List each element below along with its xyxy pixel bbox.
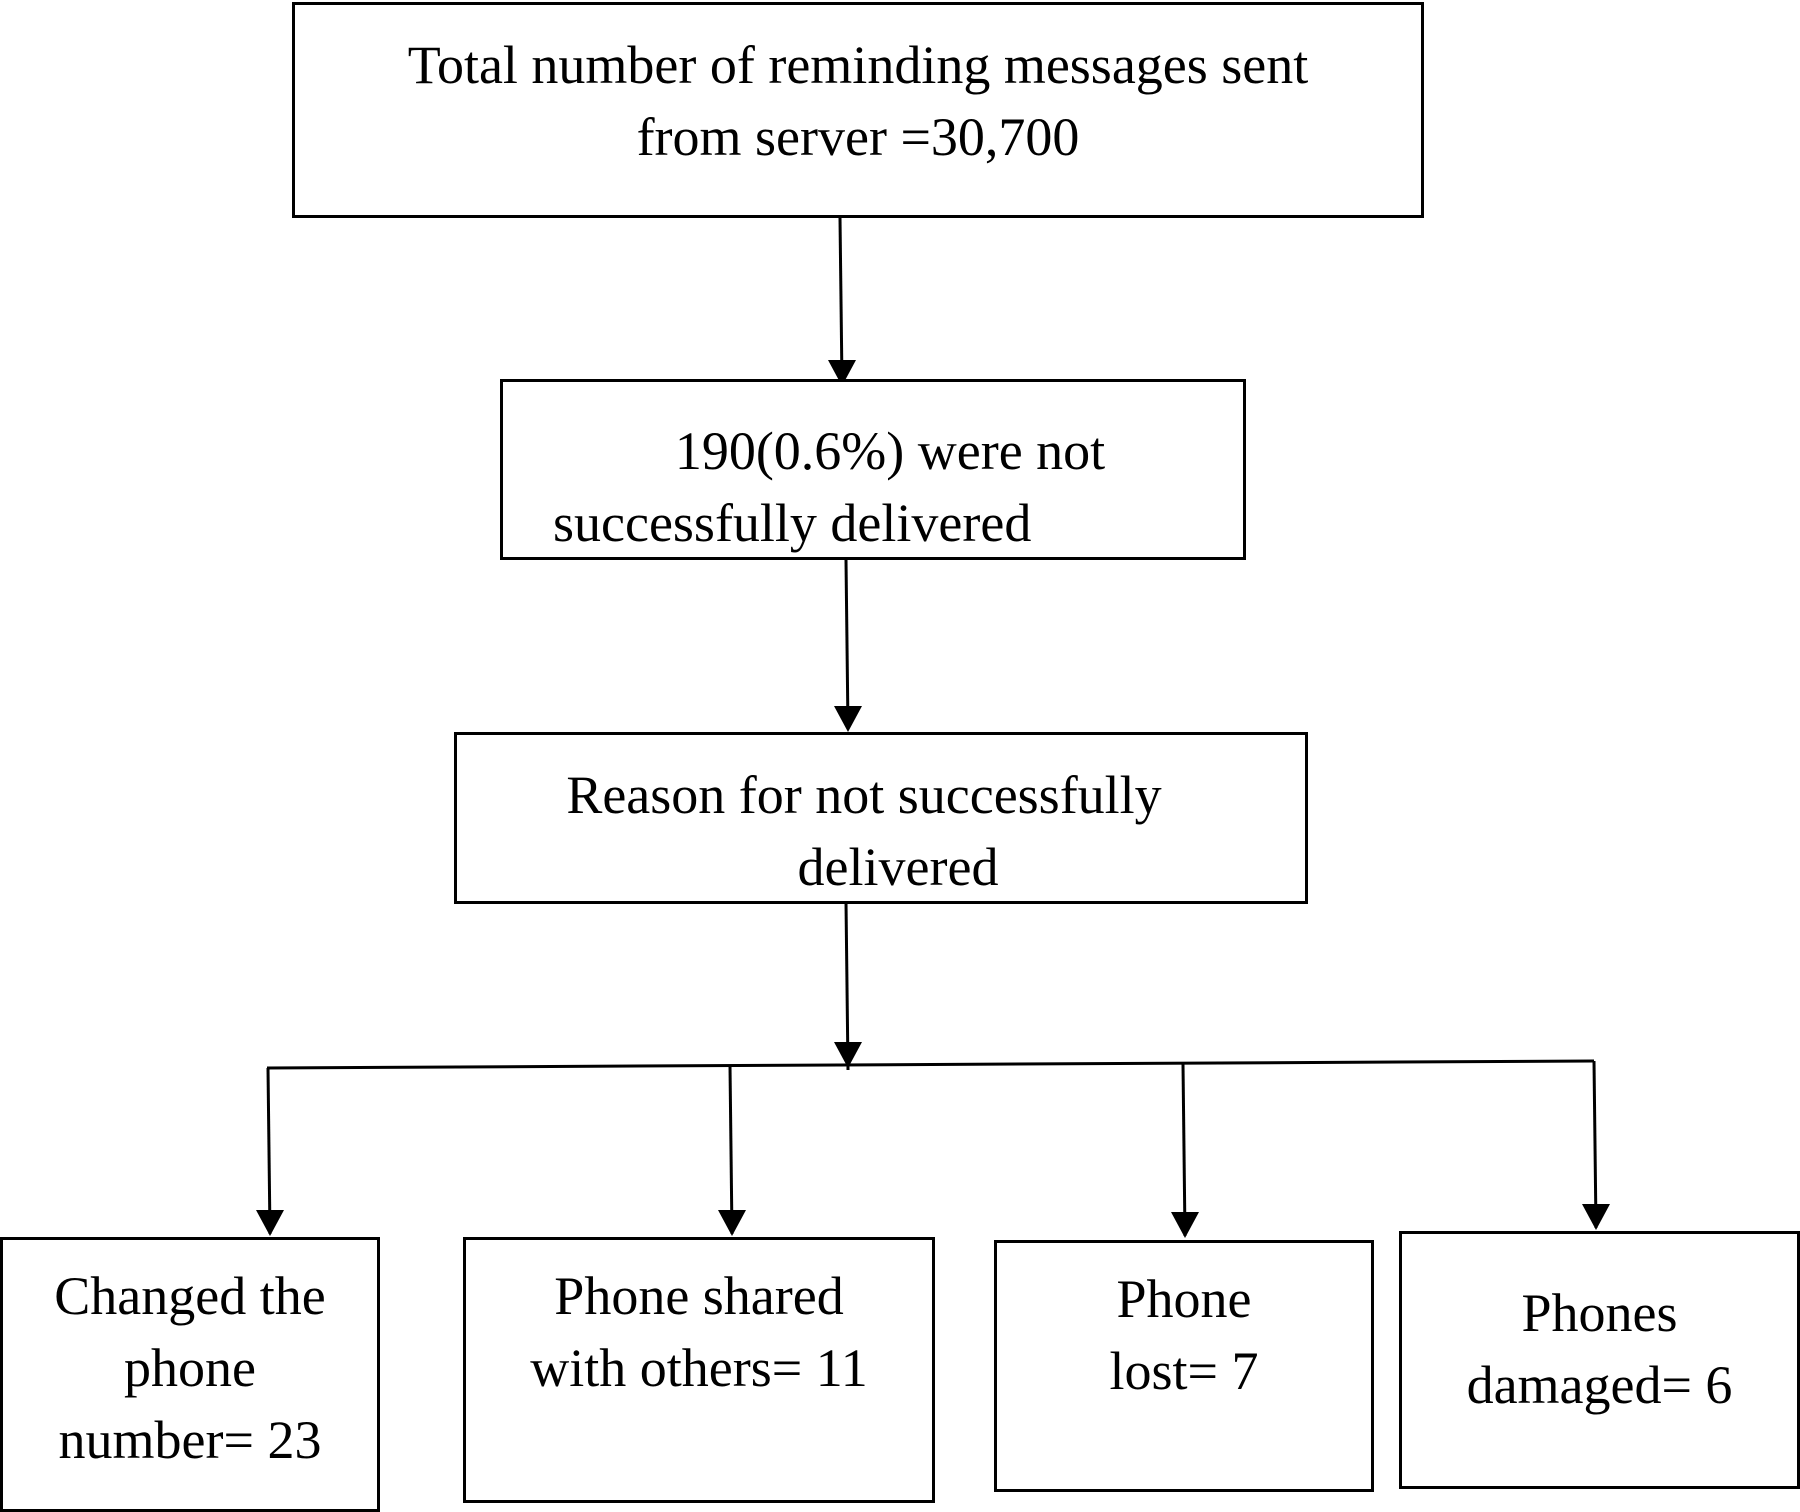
node-changed-phone-number-line-1: Changed the — [54, 1266, 326, 1326]
arrow-to-lost — [1181, 1063, 1187, 1237]
arrow-total-to-failed — [838, 217, 844, 383]
node-changed-phone-number-line-3: number= 23 — [58, 1410, 322, 1470]
node-phone-lost: Phone lost= 7 — [994, 1240, 1374, 1492]
arrowhead-branch — [834, 1042, 862, 1068]
node-phones-damaged-line-1: Phones — [1521, 1283, 1678, 1343]
node-phone-lost-line-1: Phone — [1116, 1269, 1252, 1329]
node-phone-shared-line-1: Phone shared — [554, 1266, 844, 1326]
arrowhead-damaged — [1582, 1204, 1610, 1230]
arrowhead-reason — [834, 706, 862, 732]
node-phones-damaged: Phones damaged= 6 — [1399, 1231, 1800, 1489]
arrow-to-damaged — [1592, 1060, 1598, 1229]
arrow-to-changed-number — [266, 1067, 272, 1235]
arrowhead-failed — [828, 360, 856, 386]
node-not-delivered-line-1: 190(0.6%) were not — [674, 421, 1106, 481]
node-changed-phone-number: Changed the phone number= 23 — [0, 1237, 380, 1512]
arrow-to-shared — [728, 1065, 734, 1235]
node-phone-shared: Phone shared with others= 11 — [463, 1237, 935, 1503]
branch-bus — [266, 1059, 1595, 1070]
node-phone-shared-line-2: with others= 11 — [530, 1338, 868, 1398]
node-reason-line-2: delivered — [797, 837, 999, 897]
node-phones-damaged-line-2: damaged= 6 — [1466, 1355, 1733, 1415]
node-reason: Reason for not successfully delivered — [454, 732, 1308, 904]
node-total-messages-line-1: Total number of reminding messages sent — [407, 35, 1309, 95]
node-changed-phone-number-line-2: phone — [124, 1338, 256, 1398]
arrowhead-lost — [1171, 1212, 1199, 1238]
node-not-delivered: 190(0.6%) were not successfully delivere… — [500, 379, 1246, 560]
arrowhead-shared — [718, 1210, 746, 1236]
node-reason-line-1: Reason for not successfully — [566, 765, 1162, 825]
node-total-messages: Total number of reminding messages sent … — [292, 2, 1424, 218]
node-not-delivered-line-2: successfully delivered — [553, 493, 1032, 553]
arrowhead-changed-number — [256, 1210, 284, 1236]
node-total-messages-line-2: from server =30,700 — [636, 107, 1080, 167]
node-phone-lost-line-2: lost= 7 — [1109, 1341, 1259, 1401]
arrow-failed-to-reason — [844, 559, 850, 729]
